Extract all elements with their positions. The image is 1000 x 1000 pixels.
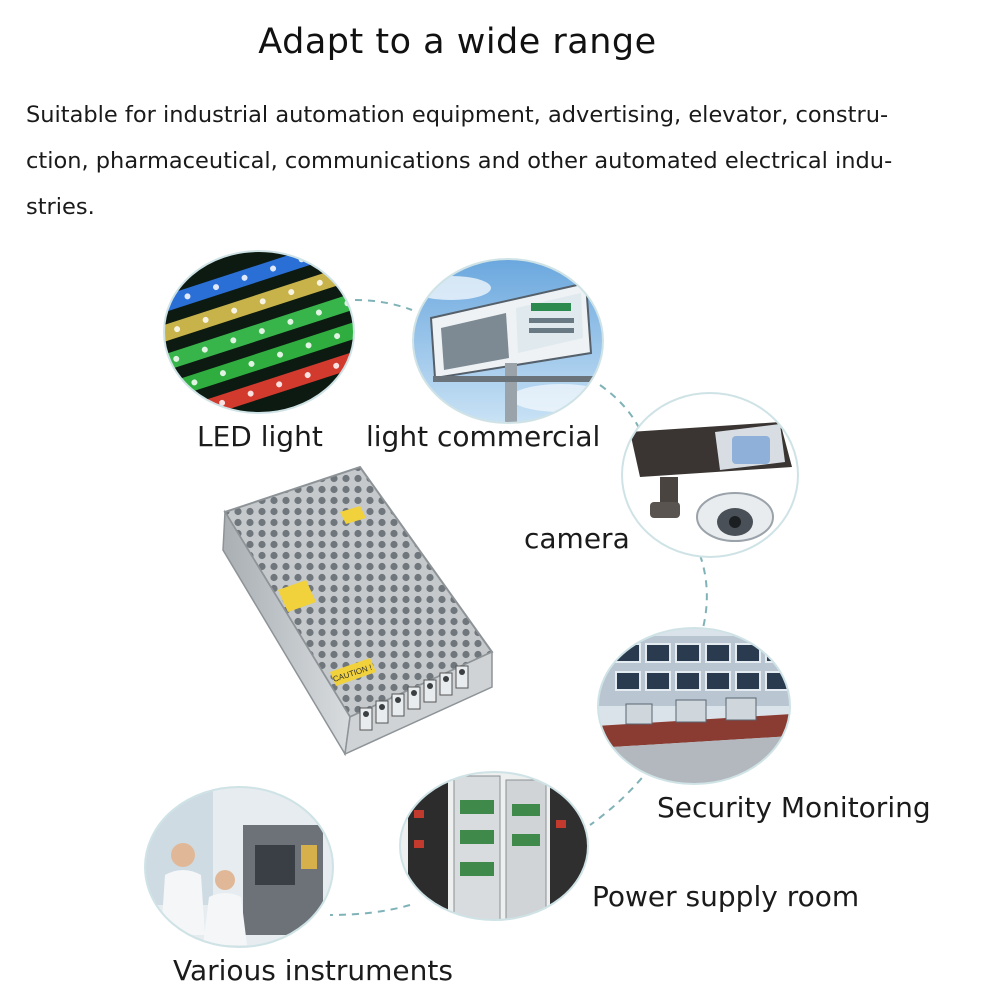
description: Suitable for industrial automation equip…	[26, 92, 966, 230]
label-camera: camera	[524, 522, 630, 555]
page-title: Adapt to a wide range	[258, 22, 657, 62]
label-various-instruments: Various instruments	[173, 954, 453, 987]
description-line-3: stries.	[26, 194, 95, 220]
connector-billboard-camera	[599, 384, 641, 431]
label-light-commercial: light commercial	[366, 420, 601, 453]
label-led-light: LED light	[197, 420, 323, 453]
description-line-1: Suitable for industrial automation equip…	[26, 102, 889, 128]
server-cabinet-icon	[399, 771, 589, 921]
label-power-supply-room: Power supply room	[592, 880, 860, 913]
monitoring-room-icon	[597, 627, 791, 785]
lab-instrument-icon	[144, 786, 334, 948]
cctv-camera-icon	[621, 392, 799, 558]
led-strip-icon	[163, 250, 355, 414]
description-line-2: ction, pharmaceutical, communications an…	[26, 148, 893, 174]
connector-security-power	[589, 767, 651, 826]
connector-camera-security	[699, 554, 708, 629]
connector-led-billboard	[354, 299, 413, 311]
billboard-icon	[412, 258, 604, 424]
label-security-monitoring: Security Monitoring	[657, 791, 931, 824]
power-supply-unit-icon: CAUTION !	[222, 465, 494, 757]
